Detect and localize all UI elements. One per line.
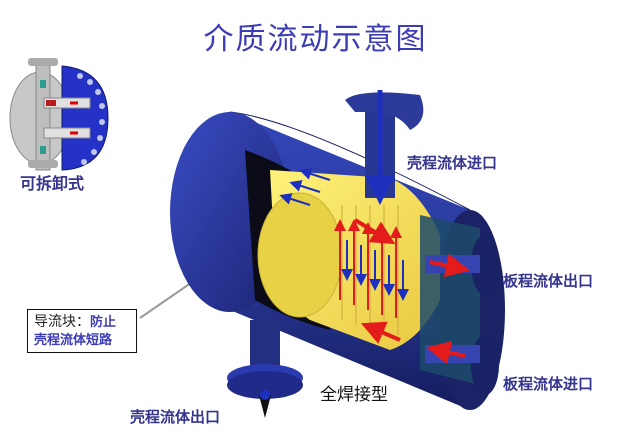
callout-text-1: 防止 — [90, 315, 117, 330]
page-title: 介质流动示意图 — [203, 22, 428, 57]
welded-type-label: 全焊接型 — [320, 385, 388, 405]
shell-outlet-label: 壳程流体出口 — [130, 408, 221, 426]
flow-guide-callout: 导流块：防止 壳程流体短路 — [27, 309, 137, 353]
shell-inlet-label: 壳程流体进口 — [407, 154, 498, 172]
shell-outlet-nozzle — [227, 320, 303, 418]
plate-outlet-label: 板程流体出口 — [503, 272, 594, 290]
removable-type-label: 可拆卸式 — [20, 174, 85, 193]
plate-inlet-label: 板程流体进口 — [503, 375, 594, 393]
removable-unit-illustration — [9, 58, 109, 171]
plate-flow-arrows — [334, 218, 470, 365]
shell-flow-arrows — [279, 168, 409, 301]
callout-heading: 导流块： — [34, 314, 90, 330]
callout-text-2: 壳程流体短路 — [34, 333, 113, 348]
shell-inlet-nozzle — [345, 90, 424, 205]
plate-pack — [257, 170, 440, 350]
